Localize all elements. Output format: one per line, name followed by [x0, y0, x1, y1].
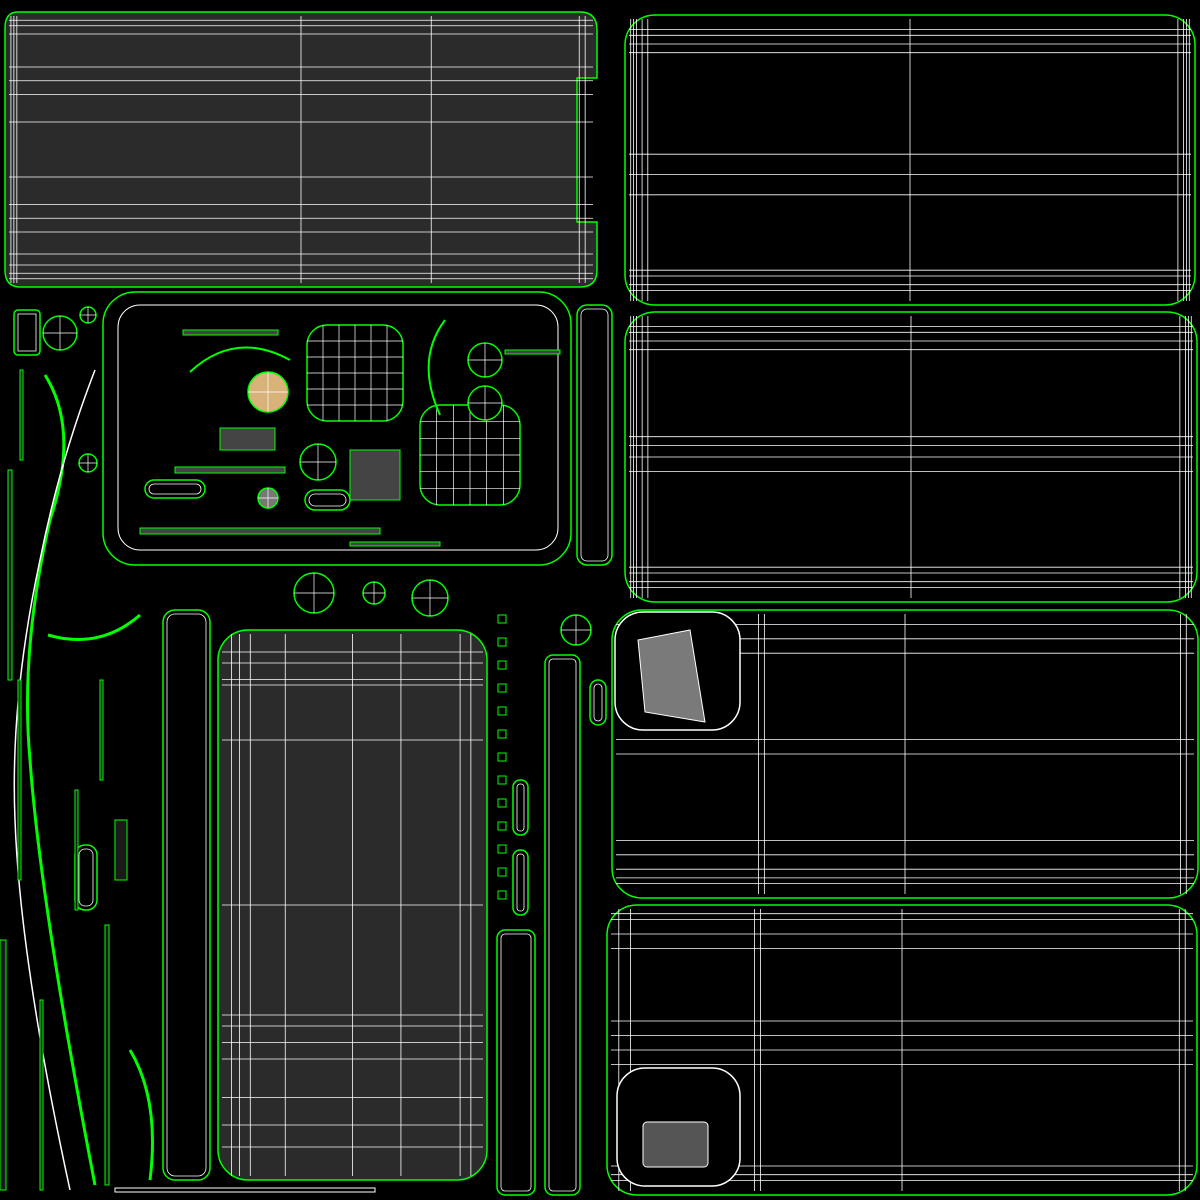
seam-outline — [144, 479, 206, 499]
thin-strip — [17, 679, 22, 881]
wireframe-back-panel-4 — [611, 909, 1193, 1191]
bar-part — [504, 349, 561, 355]
seam-outline — [13, 309, 41, 356]
seam-outline — [496, 929, 536, 1196]
long-edge-strip — [26, 374, 97, 1186]
left-thin-parts — [0, 369, 507, 1193]
thin-strip — [19, 369, 24, 461]
wire-outline — [166, 613, 207, 1177]
wire-outline — [516, 853, 525, 912]
thin-strip — [39, 999, 44, 1191]
thin-strip — [0, 939, 7, 1191]
long-edge-strip — [13, 369, 96, 1191]
arc-part — [427, 319, 446, 416]
wire-outline — [78, 848, 94, 907]
wireframe-front-screen — [9, 16, 593, 283]
camera-sensor-piece — [642, 1121, 709, 1168]
wireframe-back-glass — [222, 634, 483, 1176]
thin-strip — [7, 469, 13, 681]
seam-outline — [304, 489, 351, 511]
wire-outline — [548, 658, 577, 1192]
bar-part — [174, 466, 286, 474]
arc-part — [47, 613, 141, 641]
tiny-square — [497, 867, 507, 877]
tiny-square — [497, 798, 507, 808]
small-parts-cluster — [42, 306, 592, 1181]
tiny-square — [497, 614, 507, 624]
bar-part — [139, 527, 381, 535]
bar-part — [219, 427, 276, 451]
wire-outline — [17, 313, 37, 352]
tiny-square — [497, 660, 507, 670]
thin-strip — [114, 819, 128, 881]
wireframe-back-panel-3 — [616, 614, 1194, 894]
thin-strip — [99, 679, 104, 781]
tiny-square — [497, 821, 507, 831]
seam-outline — [162, 609, 211, 1181]
thin-strip — [104, 924, 110, 1186]
wire-outline — [500, 933, 532, 1192]
arc-part — [128, 1049, 154, 1181]
tiny-square — [497, 729, 507, 739]
seam-outline — [576, 304, 613, 566]
wire-outline — [516, 783, 525, 832]
tiny-square — [497, 706, 507, 716]
bar-part — [349, 449, 401, 501]
tiny-square — [497, 637, 507, 647]
tiny-square — [497, 775, 507, 785]
tiny-square — [497, 683, 507, 693]
wire-outline — [148, 483, 202, 495]
frame-inner-edge — [117, 304, 559, 551]
arc-part — [189, 346, 291, 373]
tiny-square — [497, 844, 507, 854]
seam-outline — [589, 679, 607, 726]
wire-outline — [580, 308, 609, 562]
bar-part — [349, 541, 441, 547]
camera-lens-piece — [637, 629, 706, 723]
wire-outline — [308, 493, 347, 507]
thin-strip — [74, 789, 79, 911]
bottom-strip — [114, 1187, 376, 1193]
tiny-square — [497, 752, 507, 762]
wire-outline — [593, 683, 603, 722]
wireframe-back-panel-1 — [629, 19, 1191, 301]
wireframe-back-panel-2 — [629, 316, 1193, 598]
tiny-square — [497, 890, 507, 900]
seam-outline — [512, 779, 529, 836]
seam-outline — [512, 849, 529, 916]
seam-outline — [544, 654, 581, 1196]
bar-part — [182, 329, 279, 336]
